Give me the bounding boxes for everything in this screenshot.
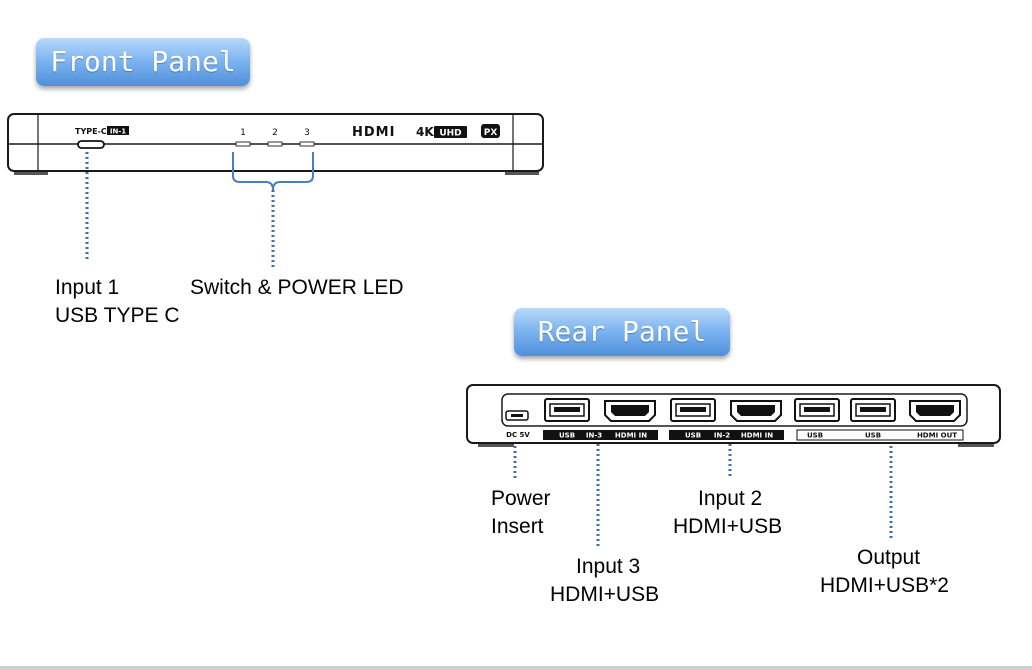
rear-panel-title: Rear Panel [514,308,730,356]
in2-hdmi-label: HDMI IN [741,432,773,440]
type-c-label: TYPE-C [75,127,107,136]
switch-button-1 [235,141,251,147]
usb-port-in3-icon [544,398,590,422]
rear-port-bay [501,393,968,427]
switch-number-2: 2 [272,128,278,138]
in2-usb-label: USB [685,432,701,440]
hdmi-port-in3-icon [604,400,656,422]
in3-label: IN-3 [586,432,602,440]
input1-label: Input 1 [55,276,120,299]
out-usb-label-1: USB [807,432,823,440]
front-foot-left [14,170,48,175]
hdmi-port-in2-icon [730,400,782,422]
input1-sublabel: USB TYPE C [55,304,180,327]
in2-label: IN-2 [714,432,730,440]
input3-sublabel: HDMI+USB [550,583,660,606]
switch-number-1: 1 [240,128,246,138]
output-label: Output [857,546,921,569]
input3-label: Input 3 [576,555,641,578]
in3-usb-label: USB [559,432,575,440]
input2-sublabel: HDMI+USB [673,515,783,538]
px-logo: PX [484,128,498,138]
out-group-box [796,429,964,441]
switch-number-3: 3 [304,128,310,138]
uhd-badge-bg [434,126,467,138]
usb-port-out2-icon [850,398,896,422]
front-device: TYPE-C IN-1 1 2 3 HDMI 4K UHD PX [7,113,544,175]
in3-group-bar [543,430,658,440]
hdmi-port-out-icon [909,400,961,422]
usb-port-out1-icon [794,398,840,422]
front-panel-title: Front Panel [36,38,250,86]
output-sublabel: HDMI+USB*2 [820,574,949,597]
hdmi-logo: HDMI [352,125,395,140]
rear-foot-right [958,442,994,447]
power-sublabel: Insert [491,515,544,538]
input2-label: Input 2 [698,487,763,510]
rear-device: DC 5V USB IN-3 HDMI IN USB IN-2 HDMI IN … [466,384,1001,447]
out-hdmi-label: HDMI OUT [917,432,957,440]
in1-badge-bg [107,126,129,135]
dc-port-inner [511,414,523,417]
switch-button-3 [299,141,315,147]
in3-hdmi-label: HDMI IN [615,432,647,440]
switch-led-label: Switch & POWER LED [190,276,404,299]
dc-5v-label: DC 5V [506,431,530,439]
bottom-border [0,666,1032,670]
uhd-badge: UHD [439,129,461,139]
type-c-port-icon [77,140,105,149]
usb-port-in2-icon [670,398,716,422]
out-usb-label-2: USB [865,432,881,440]
rear-foot-left [478,442,514,447]
power-label: Power [491,487,551,510]
in1-badge: IN-1 [110,128,126,136]
in2-group-bar [669,430,784,440]
uhd-4k-text: 4K [416,125,434,139]
switch-button-2 [267,141,283,147]
px-logo-bg [481,124,500,138]
front-foot-right [505,170,539,175]
